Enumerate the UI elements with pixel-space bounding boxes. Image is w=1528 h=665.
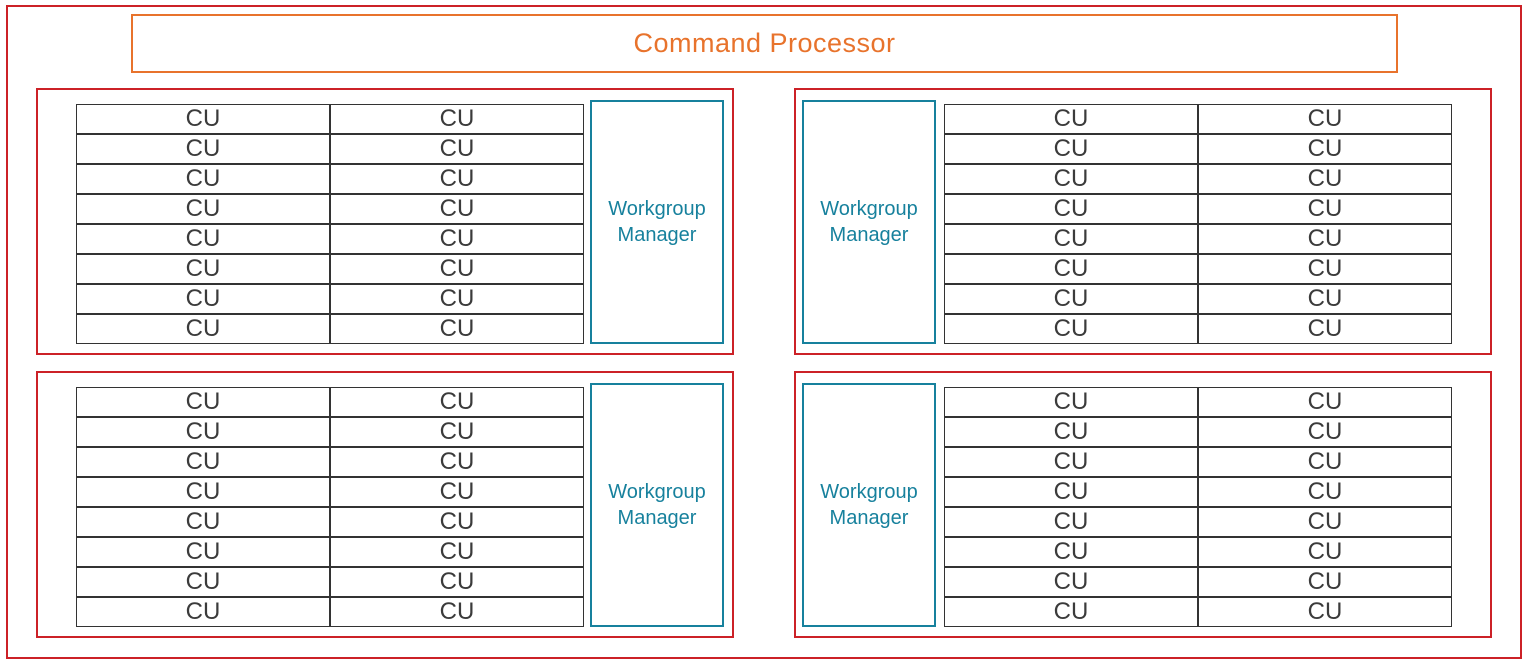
cu-cell: CU xyxy=(944,597,1198,627)
cu-cell: CU xyxy=(944,284,1198,314)
cu-cell: CU xyxy=(1198,507,1452,537)
cu-cell: CU xyxy=(330,477,584,507)
cu-cell: CU xyxy=(330,567,584,597)
cu-cell: CU xyxy=(76,507,330,537)
cu-cell: CU xyxy=(944,537,1198,567)
command-processor-box: Command Processor xyxy=(131,14,1398,73)
workgroup-manager-box: Workgroup Manager xyxy=(802,100,936,344)
cu-cell: CU xyxy=(944,254,1198,284)
cu-cell: CU xyxy=(944,104,1198,134)
cu-cell: CU xyxy=(76,284,330,314)
cu-cell: CU xyxy=(330,284,584,314)
cu-cell: CU xyxy=(76,194,330,224)
cu-cell: CU xyxy=(1198,387,1452,417)
cu-cell: CU xyxy=(330,507,584,537)
cu-cell: CU xyxy=(76,597,330,627)
cu-cell: CU xyxy=(330,164,584,194)
workgroup-manager-box: Workgroup Manager xyxy=(590,100,724,344)
cu-cell: CU xyxy=(76,254,330,284)
cu-cell: CU xyxy=(76,447,330,477)
cu-cell: CU xyxy=(1198,314,1452,344)
cu-cell: CU xyxy=(76,537,330,567)
cu-cell: CU xyxy=(1198,104,1452,134)
workgroup-manager-box: Workgroup Manager xyxy=(590,383,724,627)
cu-cell: CU xyxy=(330,597,584,627)
cu-cell: CU xyxy=(1198,417,1452,447)
cu-cell: CU xyxy=(330,134,584,164)
cu-cell: CU xyxy=(330,387,584,417)
workgroup-manager-label: Workgroup Manager xyxy=(820,481,918,529)
cu-cell: CU xyxy=(944,134,1198,164)
cu-cell: CU xyxy=(1198,254,1452,284)
cu-cell: CU xyxy=(1198,194,1452,224)
cu-cell: CU xyxy=(1198,164,1452,194)
workgroup-manager-label: Workgroup Manager xyxy=(608,481,706,529)
cu-cell: CU xyxy=(1198,284,1452,314)
cu-cell: CU xyxy=(76,164,330,194)
cu-cell: CU xyxy=(330,254,584,284)
command-processor-label: Command Processor xyxy=(633,28,896,58)
cu-cell: CU xyxy=(944,507,1198,537)
cu-cell: CU xyxy=(1198,134,1452,164)
cu-cell: CU xyxy=(1198,224,1452,254)
cu-cell: CU xyxy=(944,387,1198,417)
cu-cell: CU xyxy=(1198,477,1452,507)
cu-cell: CU xyxy=(944,164,1198,194)
cu-cell: CU xyxy=(944,224,1198,254)
cu-cell: CU xyxy=(76,314,330,344)
cu-cell: CU xyxy=(330,417,584,447)
cu-cell: CU xyxy=(1198,537,1452,567)
cu-cell: CU xyxy=(944,194,1198,224)
cu-cell: CU xyxy=(1198,597,1452,627)
cu-cell: CU xyxy=(76,567,330,597)
cu-cell: CU xyxy=(944,417,1198,447)
cu-cell: CU xyxy=(330,194,584,224)
cu-cell: CU xyxy=(330,224,584,254)
cu-cell: CU xyxy=(1198,447,1452,477)
cu-cell: CU xyxy=(76,104,330,134)
cu-cell: CU xyxy=(76,417,330,447)
cu-cell: CU xyxy=(944,314,1198,344)
cu-cell: CU xyxy=(330,314,584,344)
cu-cell: CU xyxy=(330,447,584,477)
cu-cell: CU xyxy=(1198,567,1452,597)
cu-cell: CU xyxy=(76,134,330,164)
cu-cell: CU xyxy=(944,477,1198,507)
workgroup-manager-label: Workgroup Manager xyxy=(820,198,918,246)
workgroup-manager-label: Workgroup Manager xyxy=(608,198,706,246)
cu-cell: CU xyxy=(330,537,584,567)
cu-cell: CU xyxy=(944,447,1198,477)
cu-cell: CU xyxy=(76,477,330,507)
cu-cell: CU xyxy=(76,224,330,254)
cu-cell: CU xyxy=(76,387,330,417)
cu-cell: CU xyxy=(944,567,1198,597)
cu-cell: CU xyxy=(330,104,584,134)
workgroup-manager-box: Workgroup Manager xyxy=(802,383,936,627)
